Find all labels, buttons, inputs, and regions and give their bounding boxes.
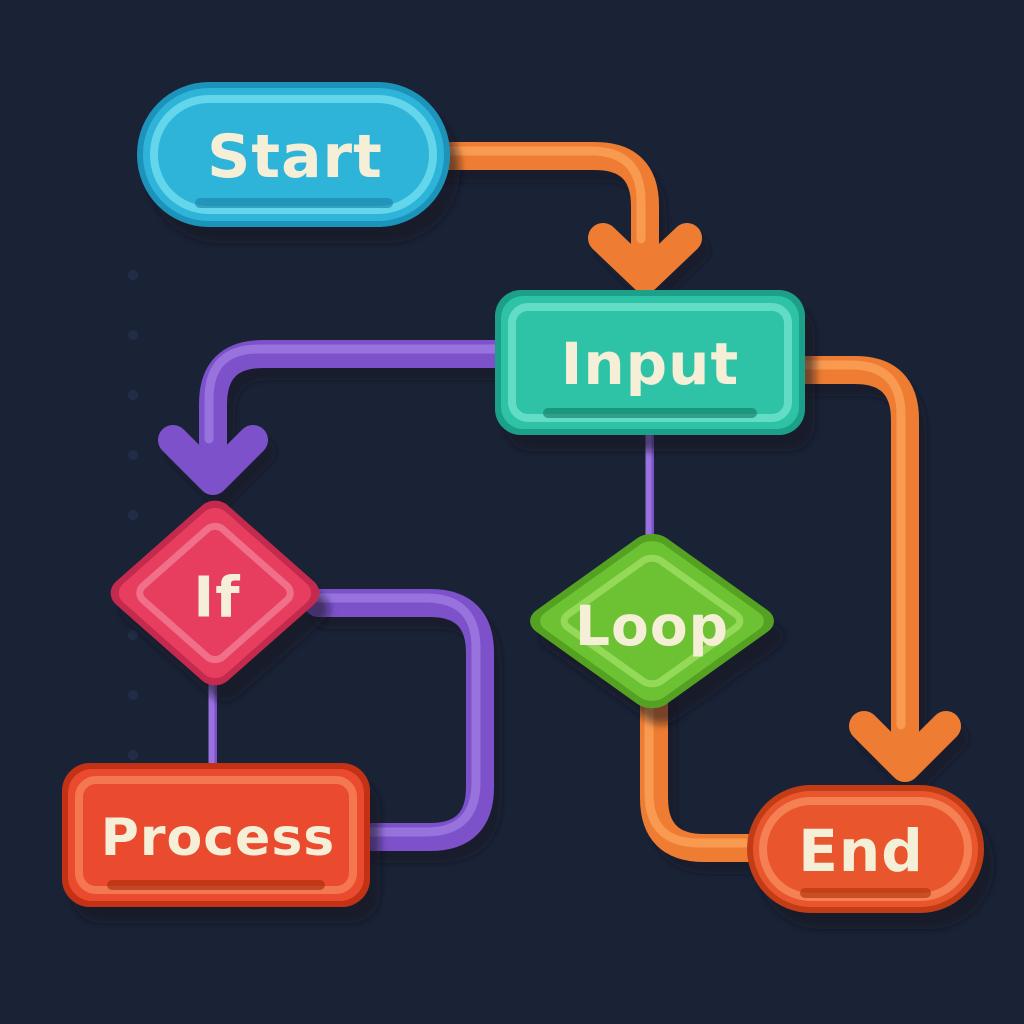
connector-highlight (313, 593, 481, 837)
if-diamond-highlight (135, 522, 295, 663)
arrow-down-icon (849, 711, 961, 782)
if-diamond-shape (118, 507, 312, 679)
arrow-down-icon (158, 425, 268, 495)
edge-input-to-end (786, 356, 961, 782)
process-box-shape (68, 769, 364, 901)
node-end: End (747, 785, 984, 913)
loop-diamond-shape (540, 541, 764, 701)
input-label: Input (561, 330, 739, 398)
start-label: Start (207, 122, 383, 192)
loop-diamond-highlight (559, 555, 745, 688)
end-pill-shape (753, 791, 978, 907)
node-input: Input (495, 290, 805, 435)
edge-input-to-if (158, 340, 519, 495)
input-box-shape (501, 296, 799, 429)
connector-highlight (204, 344, 506, 444)
start-pill-shape (143, 88, 444, 221)
start-pill-highlight (150, 95, 437, 214)
edge-if-to-process-loop (304, 589, 494, 851)
arrow-down-icon (588, 223, 702, 293)
end-label: End (798, 817, 923, 885)
edge-input-to-loop (638, 416, 666, 559)
process-label: Process (101, 808, 335, 868)
node-if: If (110, 500, 320, 686)
connector-highlight (791, 360, 906, 730)
connector-highlight (431, 146, 646, 244)
node-process: Process (62, 763, 370, 907)
loop-label: Loop (575, 594, 729, 658)
connector-highlight (644, 696, 750, 848)
if-label: If (193, 566, 240, 631)
node-loop: Loop (530, 533, 774, 709)
node-start: Start (137, 82, 450, 227)
edge-loop-to-end (640, 686, 766, 862)
edge-start-to-input (426, 142, 702, 293)
